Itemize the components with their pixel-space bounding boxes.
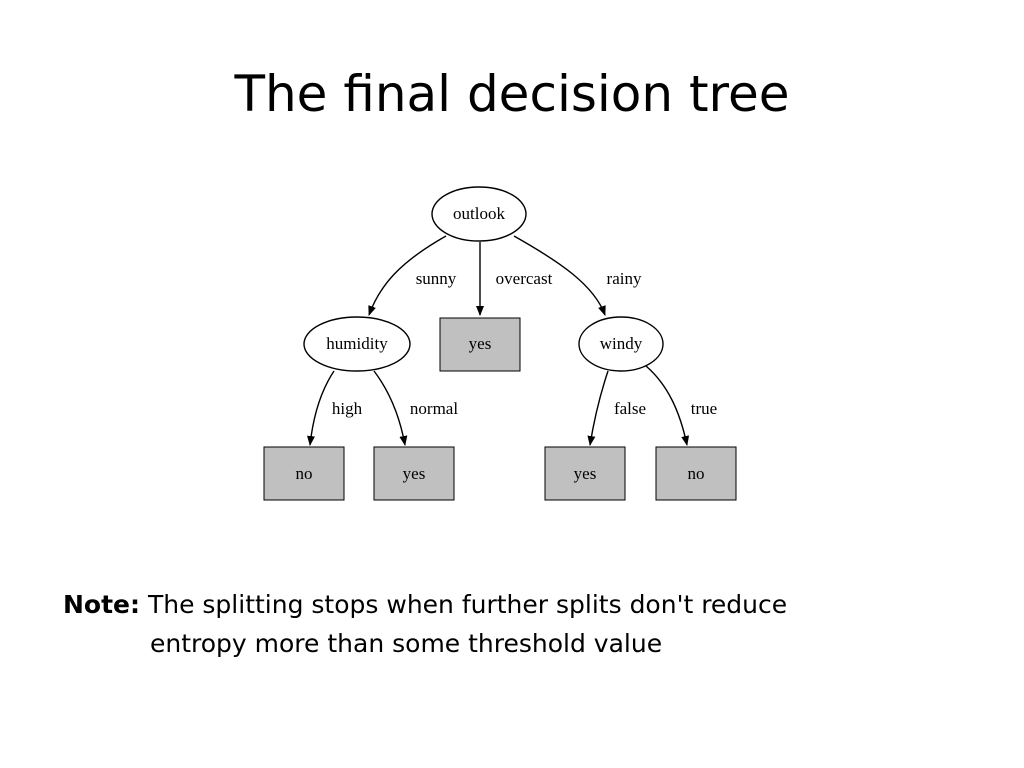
edge-label-rainy: rainy bbox=[607, 269, 642, 288]
edge-humidity-normal bbox=[373, 370, 408, 446]
node-humidity: humidity bbox=[303, 316, 411, 372]
leaf-false: yes bbox=[544, 446, 626, 501]
edge-label-high: high bbox=[332, 399, 363, 418]
note-paragraph: Note: The splitting stops when further s… bbox=[63, 585, 963, 663]
edge-windy-true bbox=[645, 365, 690, 446]
note-line-2: entropy more than some threshold value bbox=[150, 629, 663, 658]
leaf-true: no bbox=[655, 446, 737, 501]
leaf-normal: yes bbox=[373, 446, 455, 501]
leaf-true-label: no bbox=[688, 464, 705, 483]
node-windy: windy bbox=[578, 316, 664, 372]
note-line-1: The splitting stops when further splits … bbox=[140, 590, 788, 619]
edge-label-sunny: sunny bbox=[416, 269, 457, 288]
node-humidity-label: humidity bbox=[326, 334, 388, 353]
edge-label-false: false bbox=[614, 399, 646, 418]
tree-edges bbox=[307, 235, 690, 446]
edge-label-true: true bbox=[691, 399, 717, 418]
node-outlook: outlook bbox=[431, 186, 527, 242]
edge-humidity-high bbox=[307, 370, 335, 446]
slide-title: The final decision tree bbox=[234, 65, 790, 123]
leaf-false-label: yes bbox=[574, 464, 597, 483]
leaf-high: no bbox=[263, 446, 345, 501]
leaf-normal-label: yes bbox=[403, 464, 426, 483]
node-outlook-label: outlook bbox=[453, 204, 505, 223]
node-windy-label: windy bbox=[600, 334, 643, 353]
note-label: Note: bbox=[63, 590, 141, 619]
edge-outlook-humidity bbox=[368, 235, 447, 316]
edge-windy-false bbox=[587, 370, 609, 446]
edge-label-overcast: overcast bbox=[496, 269, 553, 288]
leaf-overcast: yes bbox=[439, 317, 521, 372]
edge-outlook-windy bbox=[513, 235, 606, 316]
leaf-high-label: no bbox=[296, 464, 313, 483]
leaf-overcast-label: yes bbox=[469, 334, 492, 353]
edge-label-normal: normal bbox=[410, 399, 458, 418]
